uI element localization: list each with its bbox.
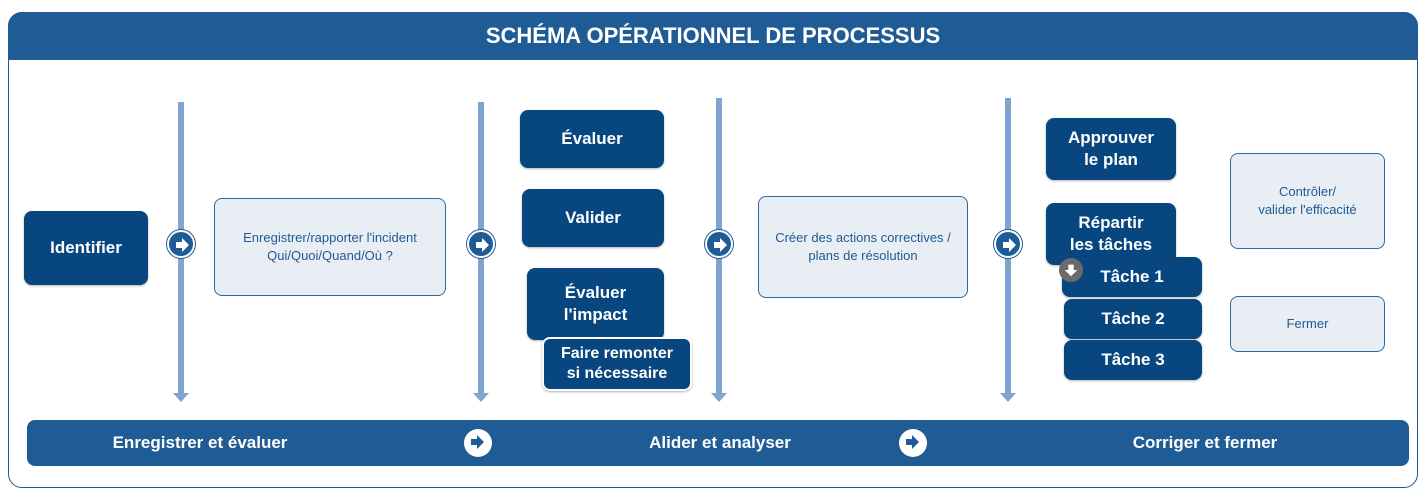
phase-bar — [27, 420, 1409, 466]
create-actions-step: Créer des actions correctives / plans de… — [758, 196, 968, 298]
evaluate-label: Évaluer — [561, 129, 623, 148]
record-incident-line2: Qui/Quoi/Quand/Où ? — [267, 248, 393, 263]
task-2-label: Tâche 2 — [1101, 309, 1165, 328]
arrow-right-icon — [464, 429, 492, 457]
assign-tasks-line1: Répartir — [1078, 213, 1144, 232]
record-incident-line1: Enregistrer/rapporter l'incident — [243, 230, 417, 245]
arrow-right-icon — [167, 230, 195, 258]
evaluate-impact-line2: l'impact — [563, 305, 628, 324]
phase-3-label: Corriger et fermer — [1132, 433, 1278, 452]
escalate-step: Faire remonter si nécessaire — [542, 337, 692, 391]
create-actions-line1: Créer des actions correctives / — [775, 230, 951, 245]
arrow-right-icon — [467, 230, 495, 258]
phase-1-label: Enregistrer et évaluer — [112, 433, 288, 452]
create-actions-line2: plans de résolution — [808, 248, 918, 263]
assign-tasks-step: Répartir les tâches — [1046, 203, 1176, 265]
task-1-label: Tâche 1 — [1100, 267, 1164, 286]
close-label: Fermer — [1286, 316, 1329, 331]
record-incident-step: Enregistrer/rapporter l'incident Qui/Quo… — [214, 198, 446, 296]
evaluate-impact-line1: Évaluer — [564, 283, 627, 302]
approve-plan-step: Approuver le plan — [1046, 118, 1176, 180]
approve-plan-line2: le plan — [1084, 150, 1138, 169]
arrow-right-icon — [994, 230, 1022, 258]
evaluate-impact-step: Évaluer l'impact — [527, 268, 664, 340]
approve-plan-line1: Approuver — [1068, 128, 1154, 147]
arrow-right-icon — [899, 429, 927, 457]
control-line2: valider l'efficacité — [1258, 202, 1357, 217]
evaluate-step: Évaluer — [520, 110, 664, 168]
task-1: Tâche 1 — [1062, 257, 1202, 297]
escalate-line1: Faire remonter — [560, 345, 674, 362]
arrow-right-icon — [705, 230, 733, 258]
validate-step: Valider — [522, 189, 664, 247]
task-3: Tâche 3 — [1064, 340, 1202, 380]
assign-tasks-line2: les tâches — [1069, 235, 1153, 254]
control-step: Contrôler/ valider l'efficacité — [1230, 153, 1385, 249]
phase-2-label: Alider et analyser — [649, 433, 791, 452]
arrow-down-icon — [1059, 258, 1083, 282]
control-line1: Contrôler/ — [1278, 184, 1337, 199]
task-3-label: Tâche 3 — [1101, 350, 1165, 369]
page-title: SCHÉMA OPÉRATIONNEL DE PROCESSUS — [8, 12, 1418, 60]
identify-label: Identifier — [50, 238, 122, 257]
task-2: Tâche 2 — [1064, 299, 1202, 339]
escalate-line2: si nécessaire — [566, 365, 668, 382]
identify-step: Identifier — [24, 211, 148, 285]
close-step: Fermer — [1230, 296, 1385, 352]
validate-label: Valider — [565, 208, 621, 227]
